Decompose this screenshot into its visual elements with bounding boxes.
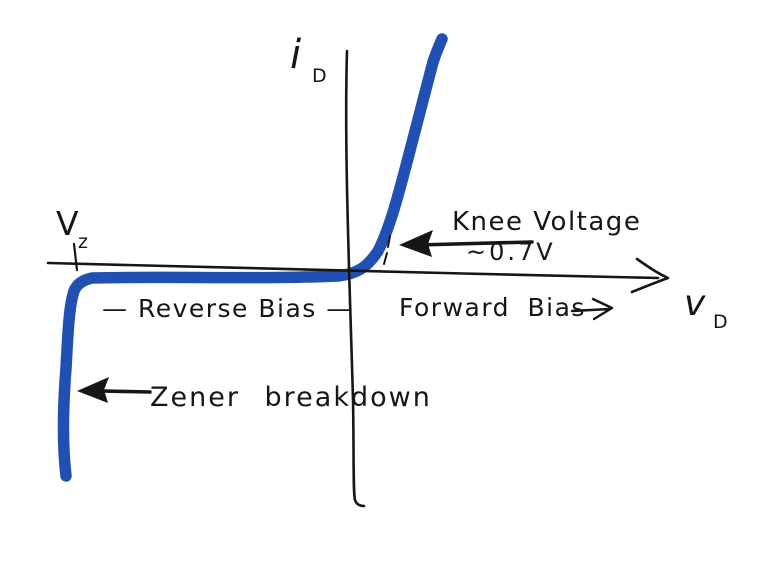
x-axis-arrowhead-icon xyxy=(630,257,670,294)
diode-curve xyxy=(57,33,448,482)
x-axis-label-subscript: D xyxy=(713,311,728,333)
knee-arrow xyxy=(415,240,534,247)
y-axis-label: i xyxy=(290,32,301,78)
knee-voltage-label: Knee Voltage xyxy=(452,207,641,237)
y-axis xyxy=(344,49,366,508)
zener-voltage-label-subscript: z xyxy=(78,231,88,253)
x-axis xyxy=(46,261,660,280)
zener-breakdown-label: Zener breakdown xyxy=(150,382,432,413)
zener-voltage-label: V xyxy=(56,204,79,243)
y-axis-label-subscript: D xyxy=(312,65,327,87)
knee-arrowhead-icon xyxy=(399,230,433,257)
knee-dashed-mark xyxy=(383,235,391,265)
reverse-bias-label: — Reverse Bias — xyxy=(102,294,353,323)
knee-voltage-value: ~0.7V xyxy=(466,238,556,266)
vz-tick xyxy=(72,242,79,272)
zener-arrowhead-icon xyxy=(77,377,109,403)
x-axis-label: v xyxy=(684,283,706,324)
forward-bias-label: Forward Bias xyxy=(399,293,586,322)
zener-arrow xyxy=(101,389,152,394)
forward-bias-arrow-icon xyxy=(570,297,614,321)
